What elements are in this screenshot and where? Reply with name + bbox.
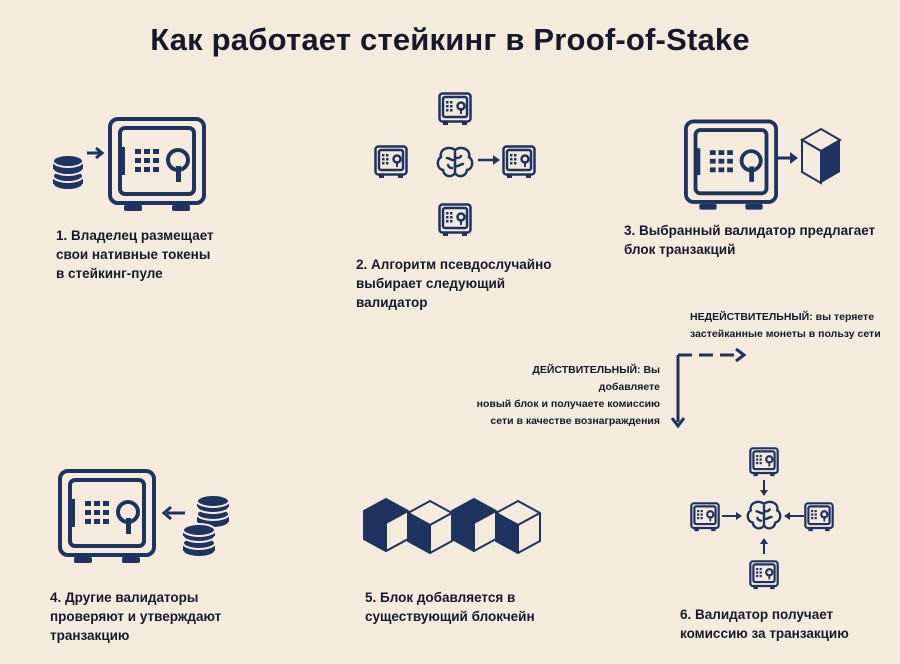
coins-icon [182, 494, 230, 558]
mini-safe-icon [502, 145, 536, 178]
blockchain-icon [363, 498, 541, 554]
safe-icon [108, 117, 206, 211]
arrow-icon [87, 146, 105, 160]
mini-safe-icon [690, 502, 720, 532]
blockchain-block-icon [800, 127, 842, 185]
arrow-icon [778, 152, 798, 164]
brain-icon [746, 500, 782, 530]
brain-icon [436, 146, 474, 178]
converging-arrows [722, 480, 804, 554]
mini-safe-icon [438, 203, 472, 236]
arrow-icon [161, 505, 185, 521]
safe-icon [58, 469, 156, 563]
safe-icon [684, 119, 778, 210]
decision-arrows [670, 347, 747, 429]
mini-safe-icon [374, 145, 408, 178]
mini-safe-icon [749, 447, 779, 477]
arrow-icon [478, 155, 500, 165]
mini-safe-icon [438, 92, 472, 125]
page-title: Как работает стейкинг в Proof-of-Stake [150, 22, 750, 57]
coins-icon [52, 154, 84, 191]
mini-safe-icon [804, 502, 834, 532]
mini-safe-icon [749, 560, 779, 590]
